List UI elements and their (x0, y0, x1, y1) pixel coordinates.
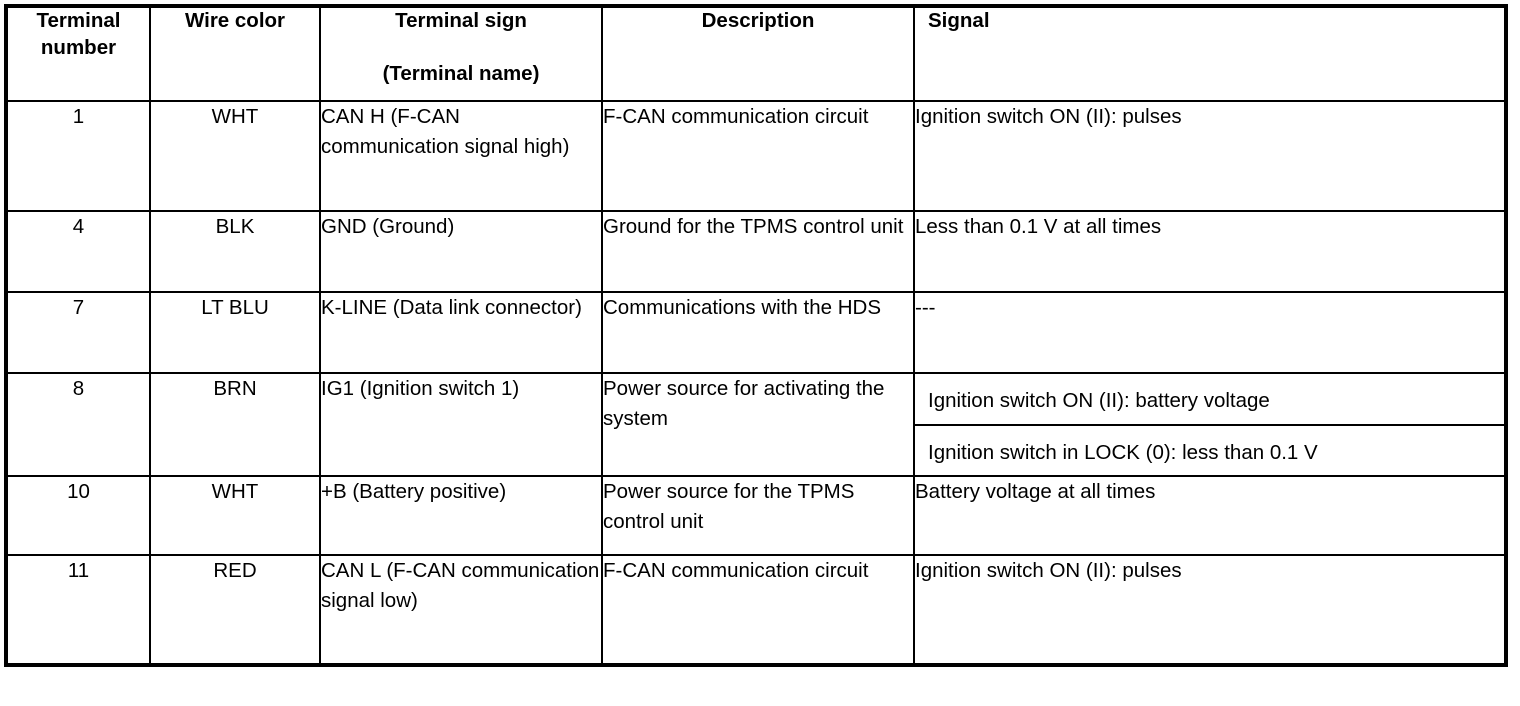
cell-terminal-number: 11 (5, 554, 151, 667)
cell-signal-split: Ignition switch ON (II): battery voltage… (913, 371, 1507, 478)
column-header-terminal-number: Terminal number (5, 5, 151, 102)
cell-terminal-number: 10 (5, 475, 151, 557)
cell-terminal-number: 4 (5, 210, 151, 293)
header-line-2: (Terminal name) (382, 61, 540, 85)
cell-terminal-number: 1 (5, 100, 151, 212)
cell-wire-color: BRN (149, 371, 321, 478)
header-line-2: number (40, 35, 117, 59)
cell-description: F-CAN communication circuit (601, 554, 915, 667)
cell-terminal-sign: +B (Battery positive) (319, 475, 603, 557)
cell-wire-color: RED (149, 554, 321, 667)
header-line-1: Signal (928, 9, 990, 32)
cell-description: Power source for activating the system (601, 371, 915, 478)
table-row: 4 BLK GND (Ground) Ground for the TPMS c… (5, 210, 1507, 293)
cell-signal: Ignition switch ON (II): pulses (913, 100, 1507, 212)
cell-description: Communications with the HDS (601, 291, 915, 374)
column-header-wire-color: Wire color (149, 5, 321, 102)
table-row: 11 RED CAN L (F-CAN communication signal… (5, 554, 1507, 667)
cell-terminal-number: 8 (5, 371, 151, 478)
column-header-terminal-sign: Terminal sign (Terminal name) (319, 5, 603, 102)
cell-signal: Ignition switch ON (II): pulses (913, 554, 1507, 667)
cell-description: Ground for the TPMS control unit (601, 210, 915, 293)
table-row: 7 LT BLU K-LINE (Data link connector) Co… (5, 291, 1507, 374)
cell-terminal-sign: K-LINE (Data link connector) (319, 291, 603, 374)
column-header-signal: Signal (913, 5, 1507, 102)
cell-signal-secondary: Ignition switch in LOCK (0): less than 0… (928, 440, 1318, 464)
table-row: 8 BRN IG1 (Ignition switch 1) Power sour… (5, 371, 1507, 478)
table-row: 10 WHT +B (Battery positive) Power sourc… (5, 475, 1507, 557)
cell-signal-primary: Ignition switch ON (II): battery voltage (915, 374, 1504, 426)
cell-signal: Battery voltage at all times (913, 475, 1507, 557)
cell-wire-color: WHT (149, 475, 321, 557)
table-header-row: Terminal number Wire color Terminal sign… (5, 5, 1507, 102)
signal-conditions-table: Ignition switch ON (II): battery voltage… (915, 374, 1504, 475)
cell-signal: Less than 0.1 V at all times (913, 210, 1507, 293)
cell-terminal-number: 7 (5, 291, 151, 374)
cell-terminal-sign: IG1 (Ignition switch 1) (319, 371, 603, 478)
header-line-1: Terminal (36, 9, 121, 32)
header-line-1: Wire color (184, 9, 286, 32)
header-line-1: Description (701, 9, 815, 32)
cell-wire-color: WHT (149, 100, 321, 212)
column-header-description: Description (601, 5, 915, 102)
cell-signal: --- (913, 291, 1507, 374)
cell-description: F-CAN communication circuit (601, 100, 915, 212)
terminal-specification-table: Terminal number Wire color Terminal sign… (4, 4, 1508, 668)
cell-terminal-sign: CAN H (F-CAN communication signal high) (319, 100, 603, 212)
cell-terminal-sign: GND (Ground) (319, 210, 603, 293)
header-line-1: Terminal sign (395, 9, 527, 32)
cell-wire-color: LT BLU (149, 291, 321, 374)
cell-terminal-sign: CAN L (F-CAN communication signal low) (319, 554, 603, 667)
table-row: 1 WHT CAN H (F-CAN communication signal … (5, 100, 1507, 212)
signal-condition-row: Ignition switch in LOCK (0): less than 0… (915, 425, 1504, 476)
cell-wire-color: BLK (149, 210, 321, 293)
signal-condition-row: Ignition switch ON (II): battery voltage (915, 374, 1504, 426)
cell-description: Power source for the TPMS control unit (601, 475, 915, 557)
